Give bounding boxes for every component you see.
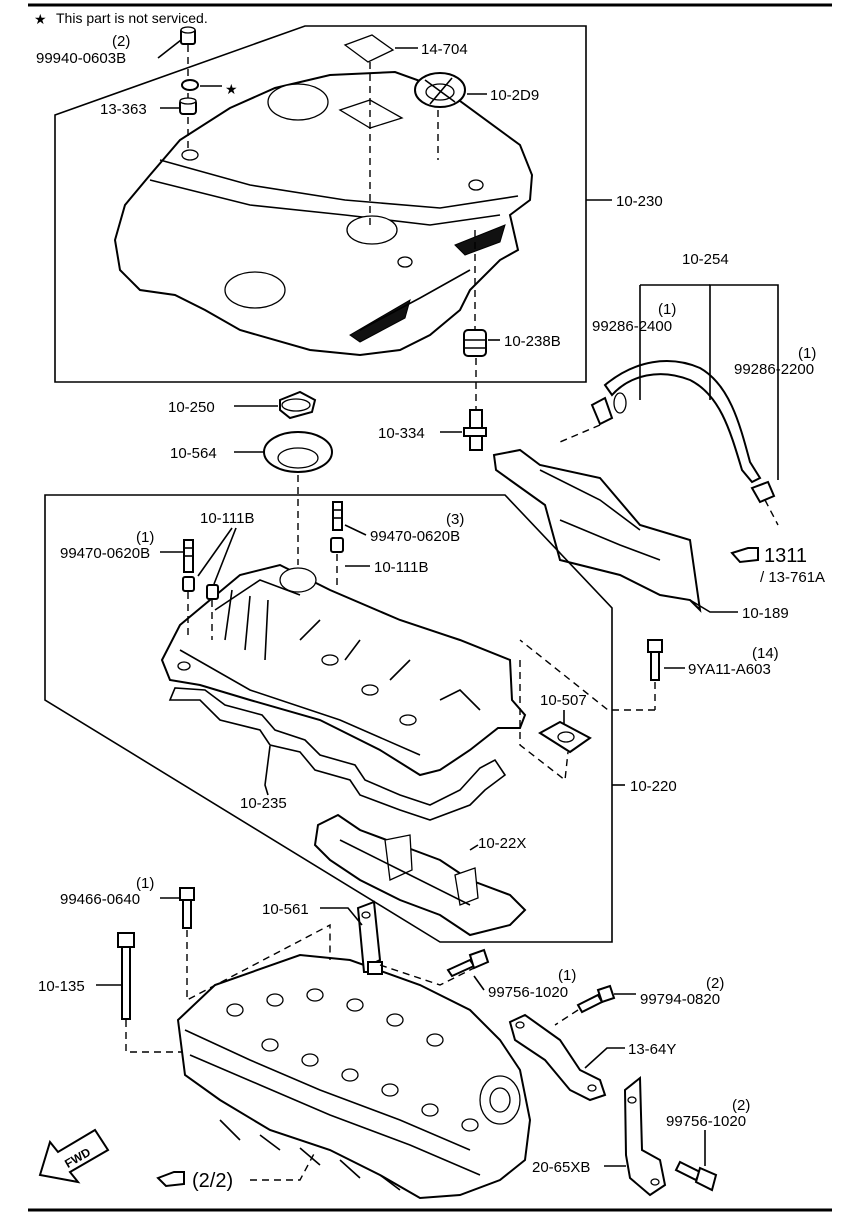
label-10-235: 10-235 [240, 795, 287, 812]
label-ref-2-2: (2/2) [192, 1170, 233, 1192]
part-14-704-label-plate [343, 34, 395, 63]
label-10-254: 10-254 [682, 251, 729, 268]
part-99286-2400-clamp [590, 396, 614, 426]
label-10-250: 10-250 [168, 399, 215, 416]
label-99940-0603B: 99940-0603B [36, 50, 126, 67]
label-10-507: 10-507 [540, 692, 587, 709]
part-washer-not-serviced [181, 79, 199, 91]
label-99286-2400-qty: (1) [658, 301, 676, 318]
label-99794-0820: 99794-0820 [640, 991, 720, 1008]
washer-star-icon: ★ [225, 81, 238, 97]
label-99470-0620B-right: 99470-0620B [370, 528, 460, 545]
label-14-704: 14-704 [421, 41, 468, 58]
label-99470-qty-1: (1) [136, 529, 154, 546]
label-10-2D9: 10-2D9 [490, 87, 539, 104]
part-10-235-gasket [168, 687, 507, 821]
part-13-64Y-bracket [508, 1013, 607, 1102]
part-10-111B-grommet-left-a [182, 576, 195, 592]
ref-1311-hand-icon [730, 547, 759, 564]
label-99286-2200-qty: (1) [798, 345, 816, 362]
part-10-334-stud [463, 409, 487, 451]
part-10-507-gasket [538, 720, 592, 754]
label-10-220: 10-220 [630, 778, 677, 795]
label-99286-2400: 99286-2400 [592, 318, 672, 335]
note-star-icon: ★ [34, 11, 47, 27]
part-13-363-grommet [179, 97, 197, 115]
part-9YA11-A603-bolt [647, 639, 663, 681]
label-99940-qty: (2) [112, 33, 130, 50]
label-99470-0620B-left: 99470-0620B [60, 545, 150, 562]
label-10-561: 10-561 [262, 901, 309, 918]
label-10-238B: 10-238B [504, 333, 561, 350]
part-99794-0820-bolt [576, 984, 616, 1014]
label-10-189: 10-189 [742, 605, 789, 622]
part-10-564-seal [263, 431, 333, 473]
part-99470-stud-left [183, 539, 194, 573]
ref-2-2-hand-icon [156, 1171, 185, 1188]
part-14-704-recess [338, 99, 404, 129]
label-9YA11-qty: (14) [752, 645, 779, 662]
label-10-111B-right: 10-111B [374, 559, 429, 576]
part-10-220-head-cover [160, 563, 527, 777]
label-99756-1020-bottom: 99756-1020 [666, 1113, 746, 1130]
part-10-189-baffle [492, 448, 702, 613]
part-99940-nut [180, 26, 196, 45]
label-99470-qty-3: (3) [446, 511, 464, 528]
part-10-250-oil-cap [279, 390, 317, 420]
label-10-111B-top: 10-111B [200, 510, 255, 527]
part-10-238B-grommet [463, 329, 487, 357]
part-10-111B-grommet-left-b [206, 584, 219, 600]
label-99466-0640: 99466-0640 [60, 891, 140, 908]
label-99286-2200: 99286-2200 [734, 361, 814, 378]
part-10-111B-grommet-right [330, 537, 344, 553]
fwd-arrow-icon: FWD [38, 1128, 110, 1184]
part-99470-stud-right [332, 501, 343, 531]
label-ref-13-761A: / 13-761A [760, 569, 825, 586]
part-99466-0640-bolt [179, 887, 195, 929]
label-9YA11-A603: 9YA11-A603 [688, 661, 771, 678]
part-10-561-bracket [356, 900, 383, 975]
label-10-564: 10-564 [170, 445, 217, 462]
label-10-230: 10-230 [616, 193, 663, 210]
label-99794-qty: (2) [706, 975, 724, 992]
part-99756-1020-bolt-top [446, 948, 490, 978]
label-99466-qty: (1) [136, 875, 154, 892]
cylinder-head-cover-group-box [44, 494, 613, 943]
part-99756-1020-bolt-bottom [674, 1160, 718, 1192]
label-10-22X: 10-22X [478, 835, 526, 852]
label-10-334: 10-334 [378, 425, 425, 442]
part-10-2D9-ring [414, 72, 466, 108]
part-10-135-bolt [117, 932, 135, 1020]
part-99286-2200-clamp [750, 480, 776, 504]
label-13-64Y: 13-64Y [628, 1041, 676, 1058]
label-ref-1311: 1311 [764, 545, 807, 567]
engine-cover-group-box [54, 25, 587, 383]
label-99756-top-qty: (1) [558, 967, 576, 984]
part-20-65XB-bracket [623, 1075, 667, 1197]
engine-cover [113, 70, 534, 357]
label-99756-1020-top: 99756-1020 [488, 984, 568, 1001]
label-13-363: 13-363 [100, 101, 147, 118]
part-10-22X-baffle [313, 813, 527, 937]
label-20-65XB: 20-65XB [532, 1159, 590, 1176]
label-10-135: 10-135 [38, 978, 85, 995]
part-10-254-hose [603, 360, 762, 484]
cylinder-head [176, 953, 532, 1200]
label-99756-bot-qty: (2) [732, 1097, 750, 1114]
note-text: This part is not serviced. [56, 10, 208, 26]
